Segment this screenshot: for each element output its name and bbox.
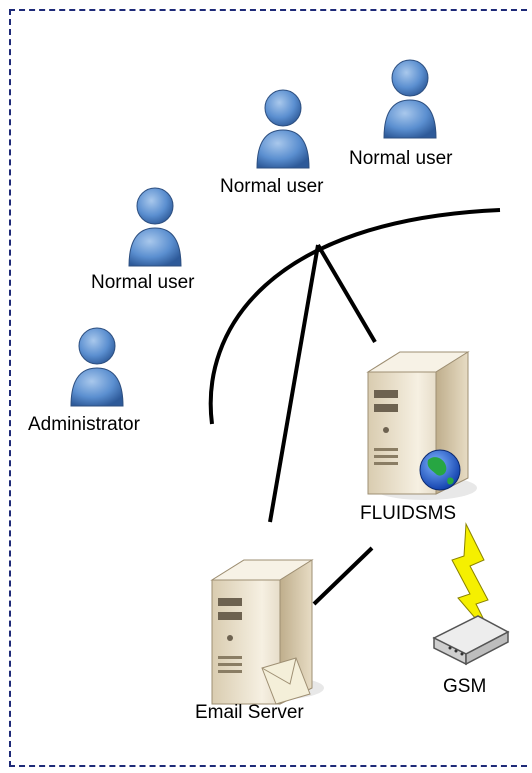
user-label: Normal user [91, 272, 195, 293]
gsm-modem-icon [432, 615, 510, 666]
link-fluidsms-email [312, 546, 374, 606]
admin-icon [70, 327, 124, 407]
link-hub-fluidsms [316, 243, 377, 344]
fluidsms-label: FLUIDSMS [360, 503, 457, 524]
email-server-icon [210, 559, 324, 705]
user-icon [383, 59, 437, 139]
user-label: Normal user [349, 148, 453, 169]
diagram-frame [9, 9, 527, 767]
gsm-label: GSM [443, 676, 487, 697]
network-arc [208, 208, 501, 425]
envelope-icon [261, 657, 311, 705]
email-server-label: Email Server [195, 702, 304, 723]
user-icon [128, 187, 182, 267]
fluidsms-server-icon [366, 351, 477, 500]
user-label: Normal user [220, 176, 324, 197]
admin-label: Administrator [28, 414, 140, 435]
user-icon [256, 89, 310, 169]
link-hub-email [268, 244, 320, 523]
